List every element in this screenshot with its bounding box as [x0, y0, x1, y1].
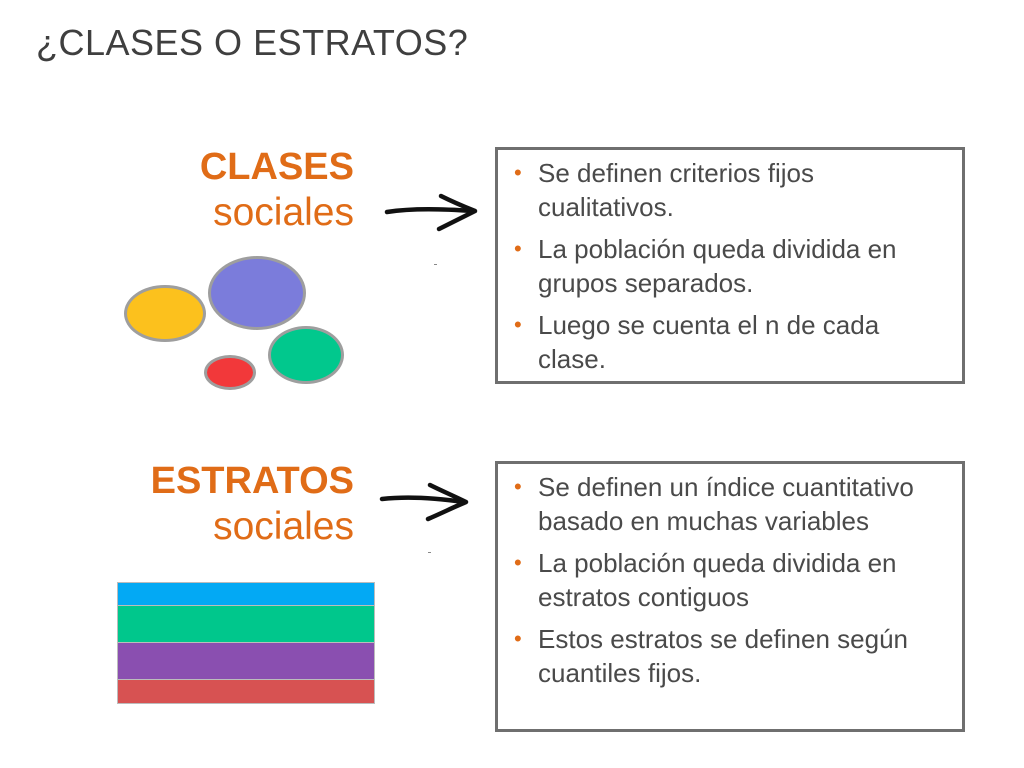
list-item: • Estos estratos se definen según cuantil… — [506, 622, 954, 690]
estratos-bullet-list: • Se definen un índice cuantitativo basad… — [506, 470, 954, 690]
estratos-label-light: sociales — [213, 504, 354, 548]
yellow-circle — [124, 285, 206, 342]
clases-bullet-text: Se definen criterios fijos cualitativos. — [538, 158, 815, 222]
bullet-icon: • — [514, 160, 522, 185]
bullet-icon: • — [514, 626, 522, 651]
list-item: • Se definen criterios fijos cualitativos… — [506, 156, 954, 224]
estratos-label-bold: ESTRATOS — [150, 460, 354, 502]
green-circle — [268, 326, 344, 384]
estratos-arrow-icon — [379, 482, 469, 522]
clases-bullet-list: • Se definen criterios fijos cualitativos… — [506, 156, 954, 376]
bullet-icon: • — [514, 312, 522, 337]
bullet-icon: • — [514, 474, 522, 499]
list-item: • La población queda dividida en grupos s… — [506, 232, 954, 300]
clases-bullet-text: Luego se cuenta el n de cada clase. — [538, 310, 880, 374]
clases-bullet-text: La población queda dividida en grupos se… — [538, 234, 897, 298]
stray-dot — [428, 552, 431, 553]
slide-title: ¿CLASES O ESTRATOS? — [36, 22, 469, 63]
estratos-box: • Se definen un índice cuantitativo basad… — [495, 461, 965, 732]
clases-label-light: sociales — [213, 190, 354, 234]
blue-stratum — [117, 582, 375, 606]
estratos-bullet-text: Estos estratos se definen según cuantile… — [538, 624, 909, 688]
list-item: • Se definen un índice cuantitativo basad… — [506, 470, 954, 538]
red-stratum — [117, 679, 375, 704]
list-item: • La población queda dividida en estratos… — [506, 546, 954, 614]
bullet-icon: • — [514, 236, 522, 261]
estratos-bullet-text: Se definen un índice cuantitativo basado… — [538, 472, 914, 536]
clases-box: • Se definen criterios fijos cualitativos… — [495, 147, 965, 384]
list-item: • Luego se cuenta el n de cada clase. — [506, 308, 954, 376]
stray-dot — [434, 264, 437, 265]
clases-label: CLASES sociales — [200, 145, 354, 236]
estratos-label: ESTRATOS sociales — [151, 459, 354, 550]
green-stratum — [117, 605, 375, 643]
bullet-icon: • — [514, 550, 522, 575]
estratos-bullet-text: La población queda dividida en estratos … — [538, 548, 897, 612]
purple-stratum — [117, 642, 375, 680]
red-circle — [204, 355, 256, 390]
clases-label-bold: CLASES — [199, 146, 354, 188]
purple-circle — [208, 256, 306, 330]
clases-arrow-icon — [384, 193, 478, 232]
